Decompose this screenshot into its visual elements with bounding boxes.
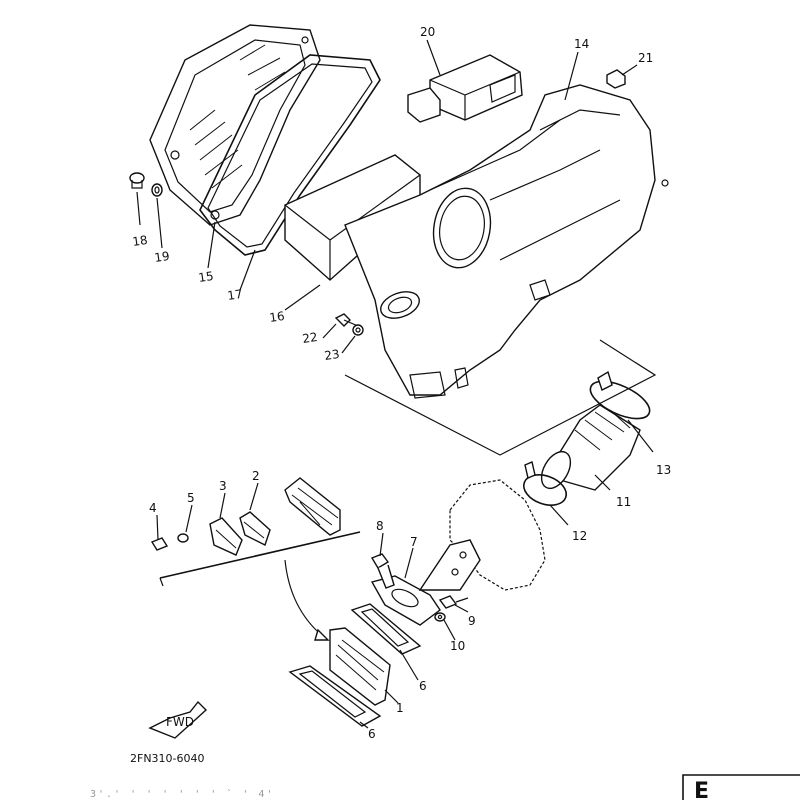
corner-page-box: E: [682, 774, 800, 800]
label-19: 19: [153, 249, 170, 265]
bolt-9: [438, 595, 469, 609]
label-17: 17: [226, 287, 243, 303]
clamp-12: [522, 461, 568, 506]
air-cleaner-case: [344, 84, 669, 399]
washer-19: [151, 183, 163, 197]
connector-block: [407, 54, 523, 123]
reed-assembly-arrowhead: [314, 628, 330, 641]
drawing-code: 2FN310-6040: [130, 752, 205, 765]
label-18: 18: [131, 233, 148, 249]
reed-valve-assembly: [329, 627, 391, 706]
fwd-arrow-icon: FWD: [148, 700, 208, 739]
label-7: 7: [410, 535, 418, 549]
reed-group-tick: [159, 577, 164, 587]
bolt-21: [606, 69, 626, 89]
case-assembly-frame: [344, 339, 657, 456]
label-23: 23: [323, 347, 340, 363]
faint-footer-text: 3'.' ' ' ' ' ' ' ` ' 4': [90, 788, 274, 800]
gasket-6-lower: [288, 665, 382, 727]
bolt-8: [370, 553, 395, 589]
bolt-22: [334, 313, 359, 327]
air-cleaner-cover: [149, 24, 321, 226]
fwd-label: FWD: [166, 715, 194, 729]
label-5: 5: [187, 491, 195, 505]
label-3: 3: [219, 479, 227, 493]
label-10: 10: [450, 639, 465, 653]
air-filter-element: [284, 154, 421, 281]
label-12: 12: [572, 529, 587, 543]
reed-petal-set: [209, 511, 271, 556]
label-11: 11: [616, 495, 631, 509]
label-9: 9: [468, 614, 476, 628]
label-22: 22: [301, 330, 318, 346]
intake-manifold: [370, 539, 481, 626]
reed-group-bracket: [159, 531, 361, 579]
label-2: 2: [252, 469, 260, 483]
label-8: 8: [376, 519, 384, 533]
label-20: 20: [420, 25, 435, 39]
cover-seal: [199, 54, 381, 256]
washer-23: [352, 324, 364, 336]
reed-assembly-arrow: [284, 559, 326, 639]
gasket-6-upper: [350, 603, 422, 655]
leader-lines: [136, 39, 654, 729]
label-6-lower: 6: [368, 727, 376, 741]
clamp-13: [589, 370, 651, 420]
label-6-upper: 6: [419, 679, 427, 693]
washer-5: [177, 533, 189, 543]
label-15: 15: [197, 269, 214, 285]
screw-4: [150, 537, 169, 551]
label-1: 1: [396, 701, 404, 715]
corner-box-letter: E: [694, 779, 709, 800]
label-14: 14: [574, 37, 589, 51]
bolt-18: [129, 172, 145, 189]
label-13: 13: [656, 463, 671, 477]
part-number-labels: 20 14 21 18 19 15 17 16 22 23 13 11 12 2…: [131, 25, 671, 741]
label-16: 16: [268, 309, 285, 325]
washer-10: [434, 612, 446, 622]
reed-valve-body-2: [284, 477, 341, 536]
label-21: 21: [638, 51, 653, 65]
carburetor-joint: [540, 404, 641, 491]
label-4: 4: [149, 501, 157, 515]
